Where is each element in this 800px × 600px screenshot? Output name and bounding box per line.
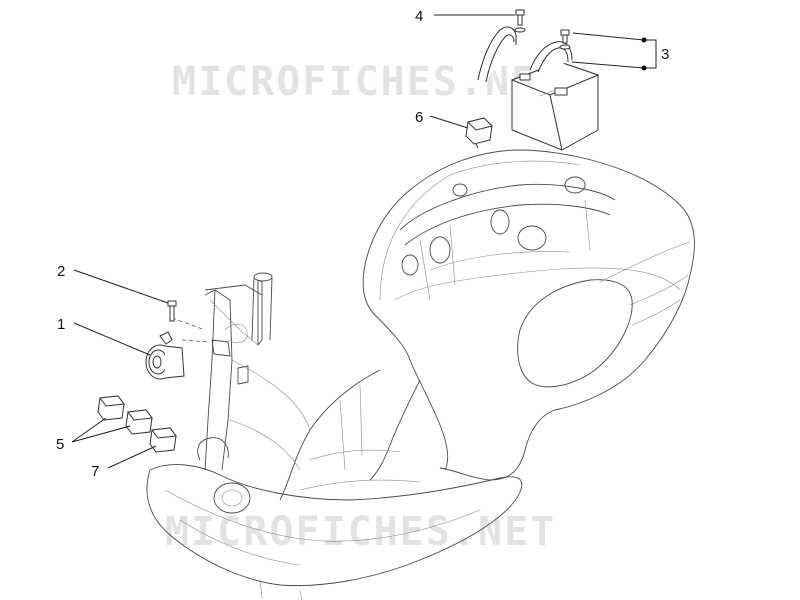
callout-5: 5	[56, 436, 64, 453]
callout-6: 6	[415, 109, 423, 126]
part-bolt-4	[514, 9, 526, 33]
callout-7: 7	[91, 463, 99, 480]
leader-lines	[71, 14, 657, 469]
part-relay-b	[125, 409, 153, 435]
body-frame	[146, 149, 695, 600]
part-battery	[510, 61, 600, 151]
callout-3: 3	[661, 46, 669, 63]
callout-4: 4	[415, 8, 423, 25]
callout-2: 2	[57, 263, 65, 280]
watermark-top: MICROFICHES.NET	[172, 59, 563, 105]
callout-1: 1	[57, 316, 65, 333]
watermark-bottom: MICROFICHES.NET	[165, 509, 556, 555]
part-screw	[167, 300, 177, 322]
part-flasher	[465, 117, 493, 149]
part-relay-a	[97, 395, 125, 421]
part-horn	[145, 331, 185, 380]
part-bolt-3	[559, 29, 571, 50]
part-relay-c	[149, 427, 177, 453]
